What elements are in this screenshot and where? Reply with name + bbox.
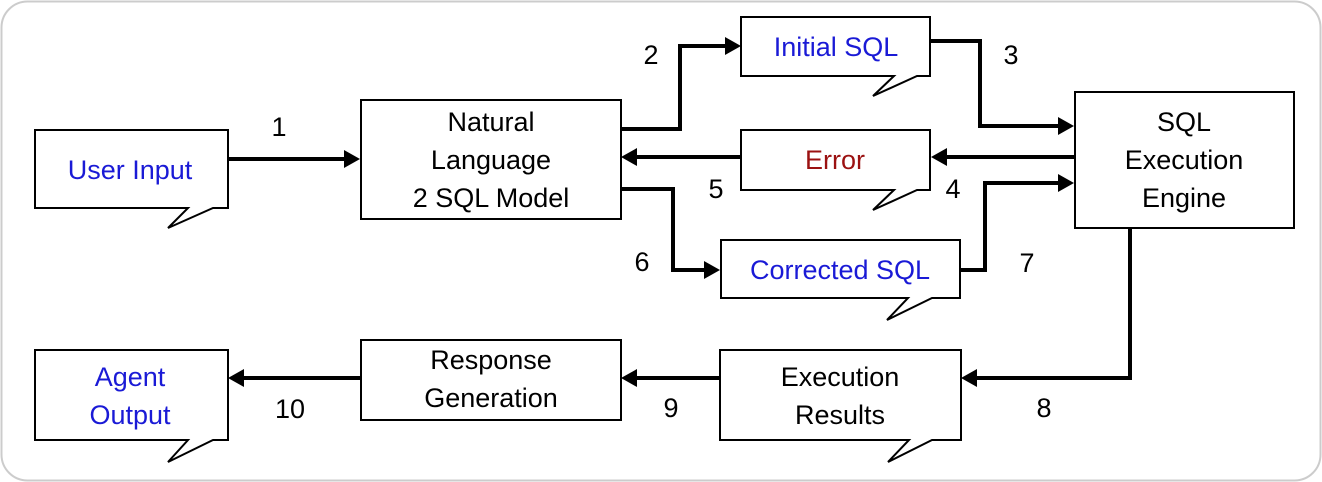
nl2sql-line-1: Natural [447, 107, 534, 137]
edge-8 [961, 228, 1132, 387]
edge-7 [961, 174, 1074, 272]
nl2sql-line-3: 2 SQL Model [413, 183, 570, 213]
execution-results-node: Execution Results [719, 349, 962, 463]
edge-label-9: 9 [663, 393, 678, 423]
agent-output-line-1: Agent [95, 362, 166, 392]
initial-sql-text: Initial SQL [774, 32, 899, 62]
response-generation-node: Response Generation [360, 339, 622, 421]
corrected-sql-text: Corrected SQL [750, 255, 930, 285]
edge-label-3: 3 [1003, 40, 1018, 70]
user-input-text: User Input [68, 155, 193, 185]
edge-6 [621, 187, 720, 279]
edge-label-1: 1 [271, 112, 286, 142]
user-input-node: User Input [34, 129, 229, 229]
edge-label-7: 7 [1019, 248, 1034, 278]
initial-sql-node: Initial SQL [740, 16, 931, 97]
sql-engine-line-1: SQL [1157, 107, 1211, 137]
edge-3 [930, 39, 1074, 135]
response-generation-line-1: Response [430, 345, 552, 375]
agent-output-node: Agent Output [34, 349, 229, 463]
corrected-sql-node: Corrected SQL [720, 239, 961, 321]
edge-5 [621, 148, 741, 166]
edge-4 [931, 148, 1074, 166]
nl2sql-model-node: Natural Language 2 SQL Model [360, 99, 622, 220]
execution-results-line-2: Results [795, 400, 885, 430]
edge-label-8: 8 [1036, 393, 1051, 423]
edge-1 [228, 150, 360, 168]
edge-label-10: 10 [275, 394, 305, 424]
edge-9 [621, 369, 720, 387]
agent-output-line-2: Output [89, 400, 171, 430]
sql-execution-engine-node: SQL Execution Engine [1074, 91, 1295, 229]
edge-2 [621, 37, 741, 131]
edge-10 [228, 369, 360, 387]
edge-label-2: 2 [643, 40, 658, 70]
execution-results-line-1: Execution [781, 362, 900, 392]
sql-engine-line-3: Engine [1142, 183, 1226, 213]
error-text: Error [805, 145, 865, 175]
edge-label-4: 4 [945, 174, 960, 204]
edge-label-5: 5 [708, 174, 723, 204]
response-generation-line-2: Generation [424, 383, 558, 413]
edge-label-6: 6 [634, 247, 649, 277]
sql-engine-line-2: Execution [1125, 145, 1244, 175]
nl2sql-line-2: Language [431, 145, 551, 175]
error-node: Error [740, 129, 931, 211]
